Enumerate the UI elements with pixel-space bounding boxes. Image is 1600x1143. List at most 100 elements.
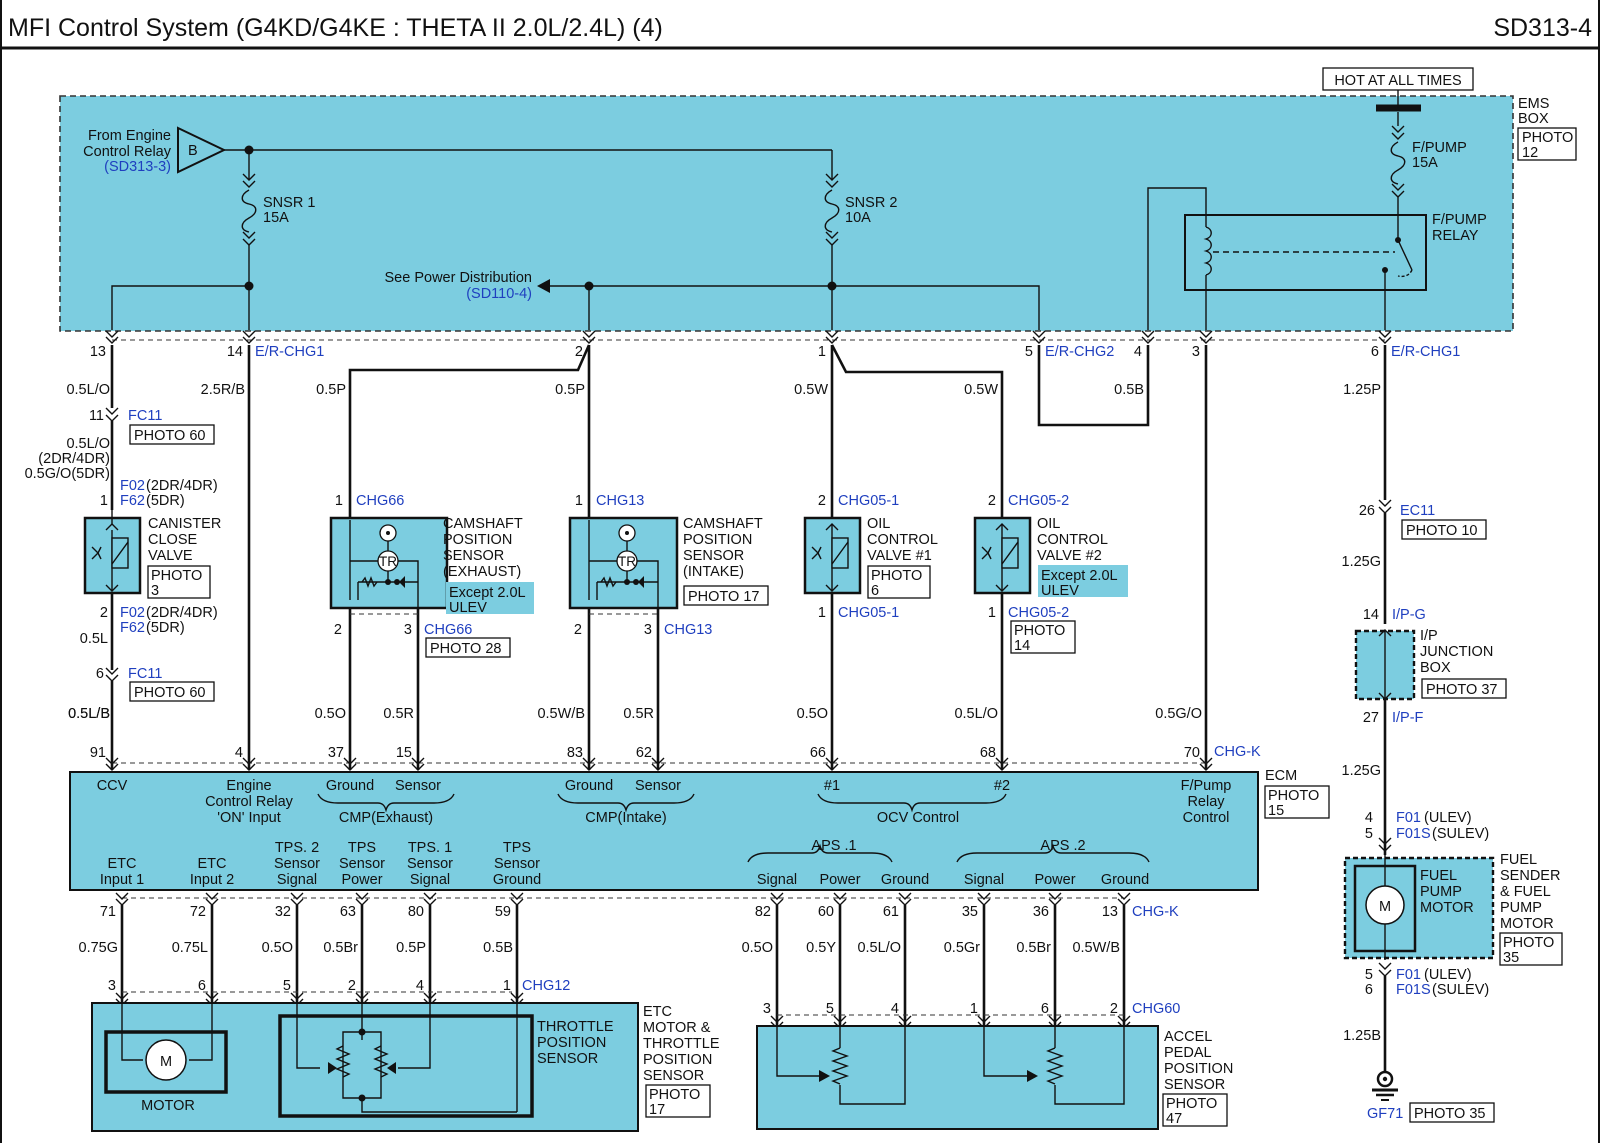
ems-pin-conn[interactable]: E/R-CHG1 [255, 344, 324, 360]
ecm-photo-no: 15 [1268, 803, 1284, 819]
connector-chevron [105, 757, 119, 771]
ecm-conn-top[interactable]: CHG-K [1214, 744, 1261, 760]
ecm-cmpex-sensor: Sensor [395, 778, 441, 794]
ecm-bottom-pin-63: 63 [340, 904, 356, 920]
jb-name-2: JUNCTION [1420, 644, 1493, 660]
aps-module-body [756, 1025, 1159, 1130]
fuse-snsr2-name: SNSR 2 [845, 195, 897, 211]
etc-side-2: MOTOR & [643, 1020, 711, 1036]
cmp-ex-note-2: ULEV [449, 600, 487, 616]
ocv1-conn-top[interactable]: CHG05-1 [838, 493, 899, 509]
mid-wire-label: 0.5W/B [537, 706, 585, 722]
power-distribution-ref-link[interactable]: (SD110-4) [466, 286, 532, 302]
ecm-fp-2: Relay [1187, 794, 1225, 810]
upper-wire-label: 0.5B [1114, 382, 1144, 398]
ground-label[interactable]: GF71 [1367, 1106, 1403, 1122]
ocv2-conn-bot[interactable]: CHG05-2 [1008, 605, 1069, 621]
source-ref-link[interactable]: (SD313-3) [104, 159, 171, 175]
ocv2-conn-top[interactable]: CHG05-2 [1008, 493, 1069, 509]
aps-side-4: SENSOR [1164, 1077, 1225, 1093]
pump-conn-3-note: (ULEV) [1424, 967, 1472, 983]
connector-chevron [651, 757, 665, 771]
ecm-bottom-pin-35: 35 [962, 904, 978, 920]
ground-symbol [1372, 1070, 1398, 1101]
pump-conn-4[interactable]: F01S [1396, 982, 1431, 998]
cmp-ex-conn-bot[interactable]: CHG66 [424, 622, 472, 638]
page-title: MFI Control System (G4KD/G4KE : THETA II… [8, 14, 663, 42]
upper-wire-label: 1.25P [1343, 382, 1381, 398]
ecm-cmpin-ground: Ground [565, 778, 613, 794]
fuel-conn-ip1[interactable]: I/P-G [1392, 607, 1426, 623]
fuel-wire-c: 1.25B [1343, 1028, 1381, 1044]
jb-photo: PHOTO 37 [1426, 682, 1497, 698]
fuel-conn-ec[interactable]: EC11 [1400, 503, 1435, 519]
ecm-top-pin-70: 70 [1184, 745, 1200, 761]
connector-chevron [770, 892, 784, 906]
ems-pin-5: 5 [1025, 344, 1033, 360]
ecm-aps2: APS .2 [1040, 838, 1085, 854]
ecm-etc2-1: ETC [198, 856, 227, 872]
canister-conn-bot[interactable]: FC11 [128, 666, 162, 682]
upper-wire-label: 0.5P [316, 382, 346, 398]
aps-pin-2: 2 [1110, 1001, 1118, 1017]
canister-conn-f62-top[interactable]: F62 [120, 493, 145, 509]
etc-conn[interactable]: CHG12 [522, 978, 570, 994]
ecm-cmpin-sensor: Sensor [635, 778, 681, 794]
pump-pin-4: 6 [1365, 982, 1373, 998]
fuel-conn-ip2[interactable]: I/P-F [1392, 710, 1424, 726]
ecm-body [69, 771, 1259, 891]
hot-at-all-times-label: HOT AT ALL TIMES [1334, 73, 1461, 89]
ecm-cmp-intake: CMP(Intake) [585, 810, 666, 826]
etc-side-1: ETC [643, 1004, 672, 1020]
aps-conn[interactable]: CHG60 [1132, 1001, 1180, 1017]
connector-chevron [423, 892, 437, 906]
ems-pin-conn[interactable]: E/R-CHG1 [1391, 344, 1460, 360]
ecm-photo: PHOTO [1268, 788, 1319, 804]
fuse-snsr1: SNSR 1 15A [241, 173, 315, 246]
ocv1-name-1: OIL [867, 516, 890, 532]
canister-conn-f02-top[interactable]: F02 [120, 478, 145, 494]
aps-side-1: ACCEL [1164, 1029, 1212, 1045]
source-letter: B [188, 143, 198, 159]
lower-wire-label: 0.75G [79, 940, 119, 956]
sender-name-3: & FUEL [1500, 884, 1551, 900]
pump-conn-3[interactable]: F01 [1396, 967, 1421, 983]
cmp-in-name-1: CAMSHAFT [683, 516, 763, 532]
ems-pin-conn[interactable]: E/R-CHG2 [1045, 344, 1114, 360]
canister-conn-f62-bot[interactable]: F62 [120, 620, 145, 636]
ecm-tpsg-2: Sensor [494, 856, 540, 872]
connector-chevron [105, 330, 119, 344]
pump-conn-1[interactable]: F01 [1396, 810, 1421, 826]
cmp-ex-conn-top[interactable]: CHG66 [356, 493, 404, 509]
ecm-aps1: APS .1 [811, 838, 856, 854]
fuel-wire-b: 1.25G [1342, 763, 1382, 779]
ecm-tps2-2: Sensor [274, 856, 320, 872]
tps-name-2: POSITION [537, 1035, 606, 1051]
connector-chevron [343, 757, 357, 771]
cmp-ex-name-3: SENSOR [443, 548, 504, 564]
cmp-ex-pin-b1: 2 [334, 622, 342, 638]
ecm-top-pin-15: 15 [396, 745, 412, 761]
connector-chevron [290, 892, 304, 906]
canister-close-valve: 11 FC11 PHOTO 60 0.5L/O (2DR/4DR) 0.5G/O… [25, 407, 221, 770]
jb-name-3: BOX [1420, 660, 1451, 676]
cmp-in-conn-top[interactable]: CHG13 [596, 493, 644, 509]
cmp-in-tr: TR [618, 554, 636, 569]
canister-conn-f02-bot[interactable]: F02 [120, 605, 145, 621]
cmp-in-name-3: SENSOR [683, 548, 744, 564]
pump-conn-2[interactable]: F01S [1396, 826, 1431, 842]
canister-wire-2: (2DR/4DR) [38, 451, 110, 467]
ecm-aps2-signal: Signal [964, 872, 1004, 888]
ecm-conn-bot[interactable]: CHG-K [1132, 904, 1179, 920]
ocv1-conn-bot[interactable]: CHG05-1 [838, 605, 899, 621]
lower-wire-label: 0.5W/B [1072, 940, 1120, 956]
etc-motor-symbol: M [160, 1054, 172, 1070]
cmp-in-name-2: POSITION [683, 532, 752, 548]
cmp-in-conn-bot[interactable]: CHG13 [664, 622, 712, 638]
source-label-1: From Engine [88, 128, 171, 144]
sender-name-1: FUEL [1500, 852, 1537, 868]
canister-conn-top[interactable]: FC11 [128, 408, 162, 424]
